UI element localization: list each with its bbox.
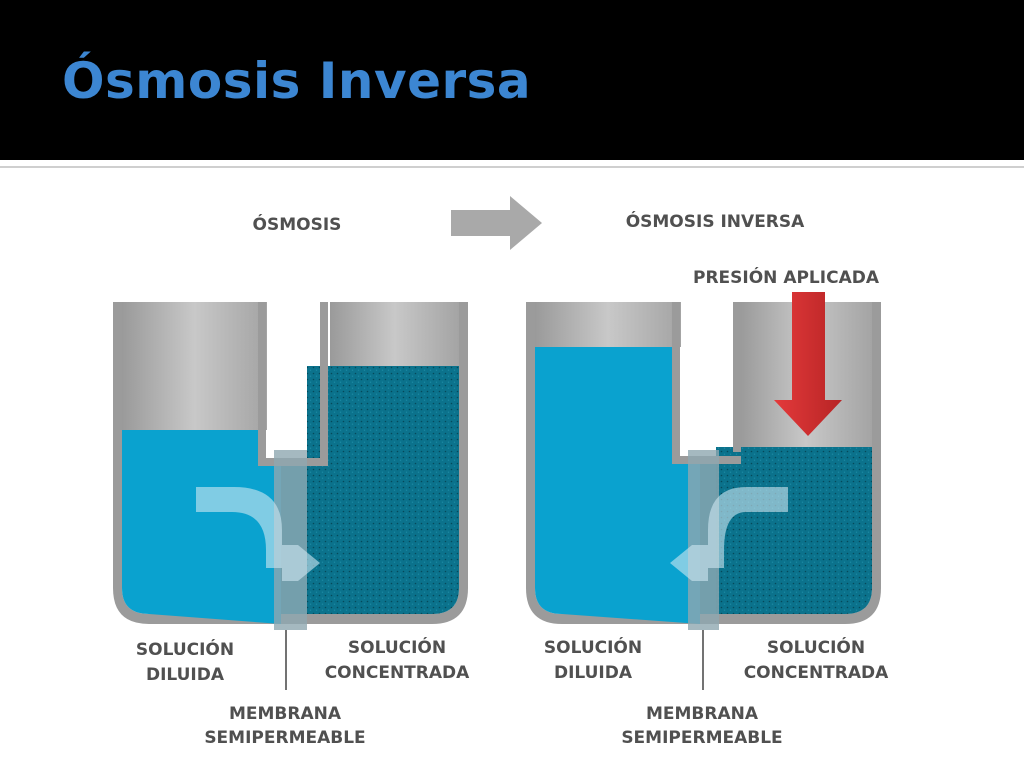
reverse-flow-arrow-icon <box>670 487 788 581</box>
osmosis-diluted-label-2: DILUIDA <box>146 665 225 685</box>
slide-title: Ósmosis Inversa <box>62 52 532 110</box>
osmosis-concentrated-label-1: SOLUCIÓN <box>348 636 446 658</box>
concentrated-solution-reverse <box>716 447 872 614</box>
left-piston-reverse <box>535 302 681 347</box>
osmosis-vessel <box>113 302 468 690</box>
inner-wall-left-reverse <box>672 302 680 462</box>
title-divider <box>0 166 1024 168</box>
reverse-concentrated-label-2: CONCENTRADA <box>744 663 889 683</box>
inner-wall-right <box>320 302 328 462</box>
diluted-solution <box>122 430 281 624</box>
left-piston <box>122 302 267 430</box>
reverse-diluted-label-1: SOLUCIÓN <box>544 636 642 658</box>
title-bar <box>0 0 1024 160</box>
reverse-membrane-label-1: MEMBRANA <box>646 704 759 724</box>
osmosis-flow-arrow-icon <box>196 487 320 581</box>
inner-wall-right-reverse <box>733 302 741 452</box>
transition-arrow-icon <box>451 196 542 250</box>
reverse-osmosis-heading: ÓSMOSIS INVERSA <box>626 210 805 232</box>
osmosis-concentrated-label-2: CONCENTRADA <box>325 663 470 683</box>
applied-pressure-label: PRESIÓN APLICADA <box>693 266 880 288</box>
osmosis-membrane-label-2: SEMIPERMEABLE <box>204 728 365 748</box>
reverse-concentrated-label-1: SOLUCIÓN <box>767 636 865 658</box>
concentrated-solution <box>307 366 459 614</box>
right-piston <box>330 302 459 366</box>
diluted-solution-reverse <box>535 347 700 624</box>
reverse-diluted-label-2: DILUIDA <box>554 663 633 683</box>
osmosis-heading: ÓSMOSIS <box>253 213 342 235</box>
inner-wall-left <box>258 302 266 462</box>
osmosis-diluted-label-1: SOLUCIÓN <box>136 638 234 660</box>
reverse-osmosis-vessel <box>526 292 881 690</box>
reverse-membrane-label-2: SEMIPERMEABLE <box>621 728 782 748</box>
pressure-arrow-icon <box>774 292 842 436</box>
osmosis-membrane-label-1: MEMBRANA <box>229 704 342 724</box>
